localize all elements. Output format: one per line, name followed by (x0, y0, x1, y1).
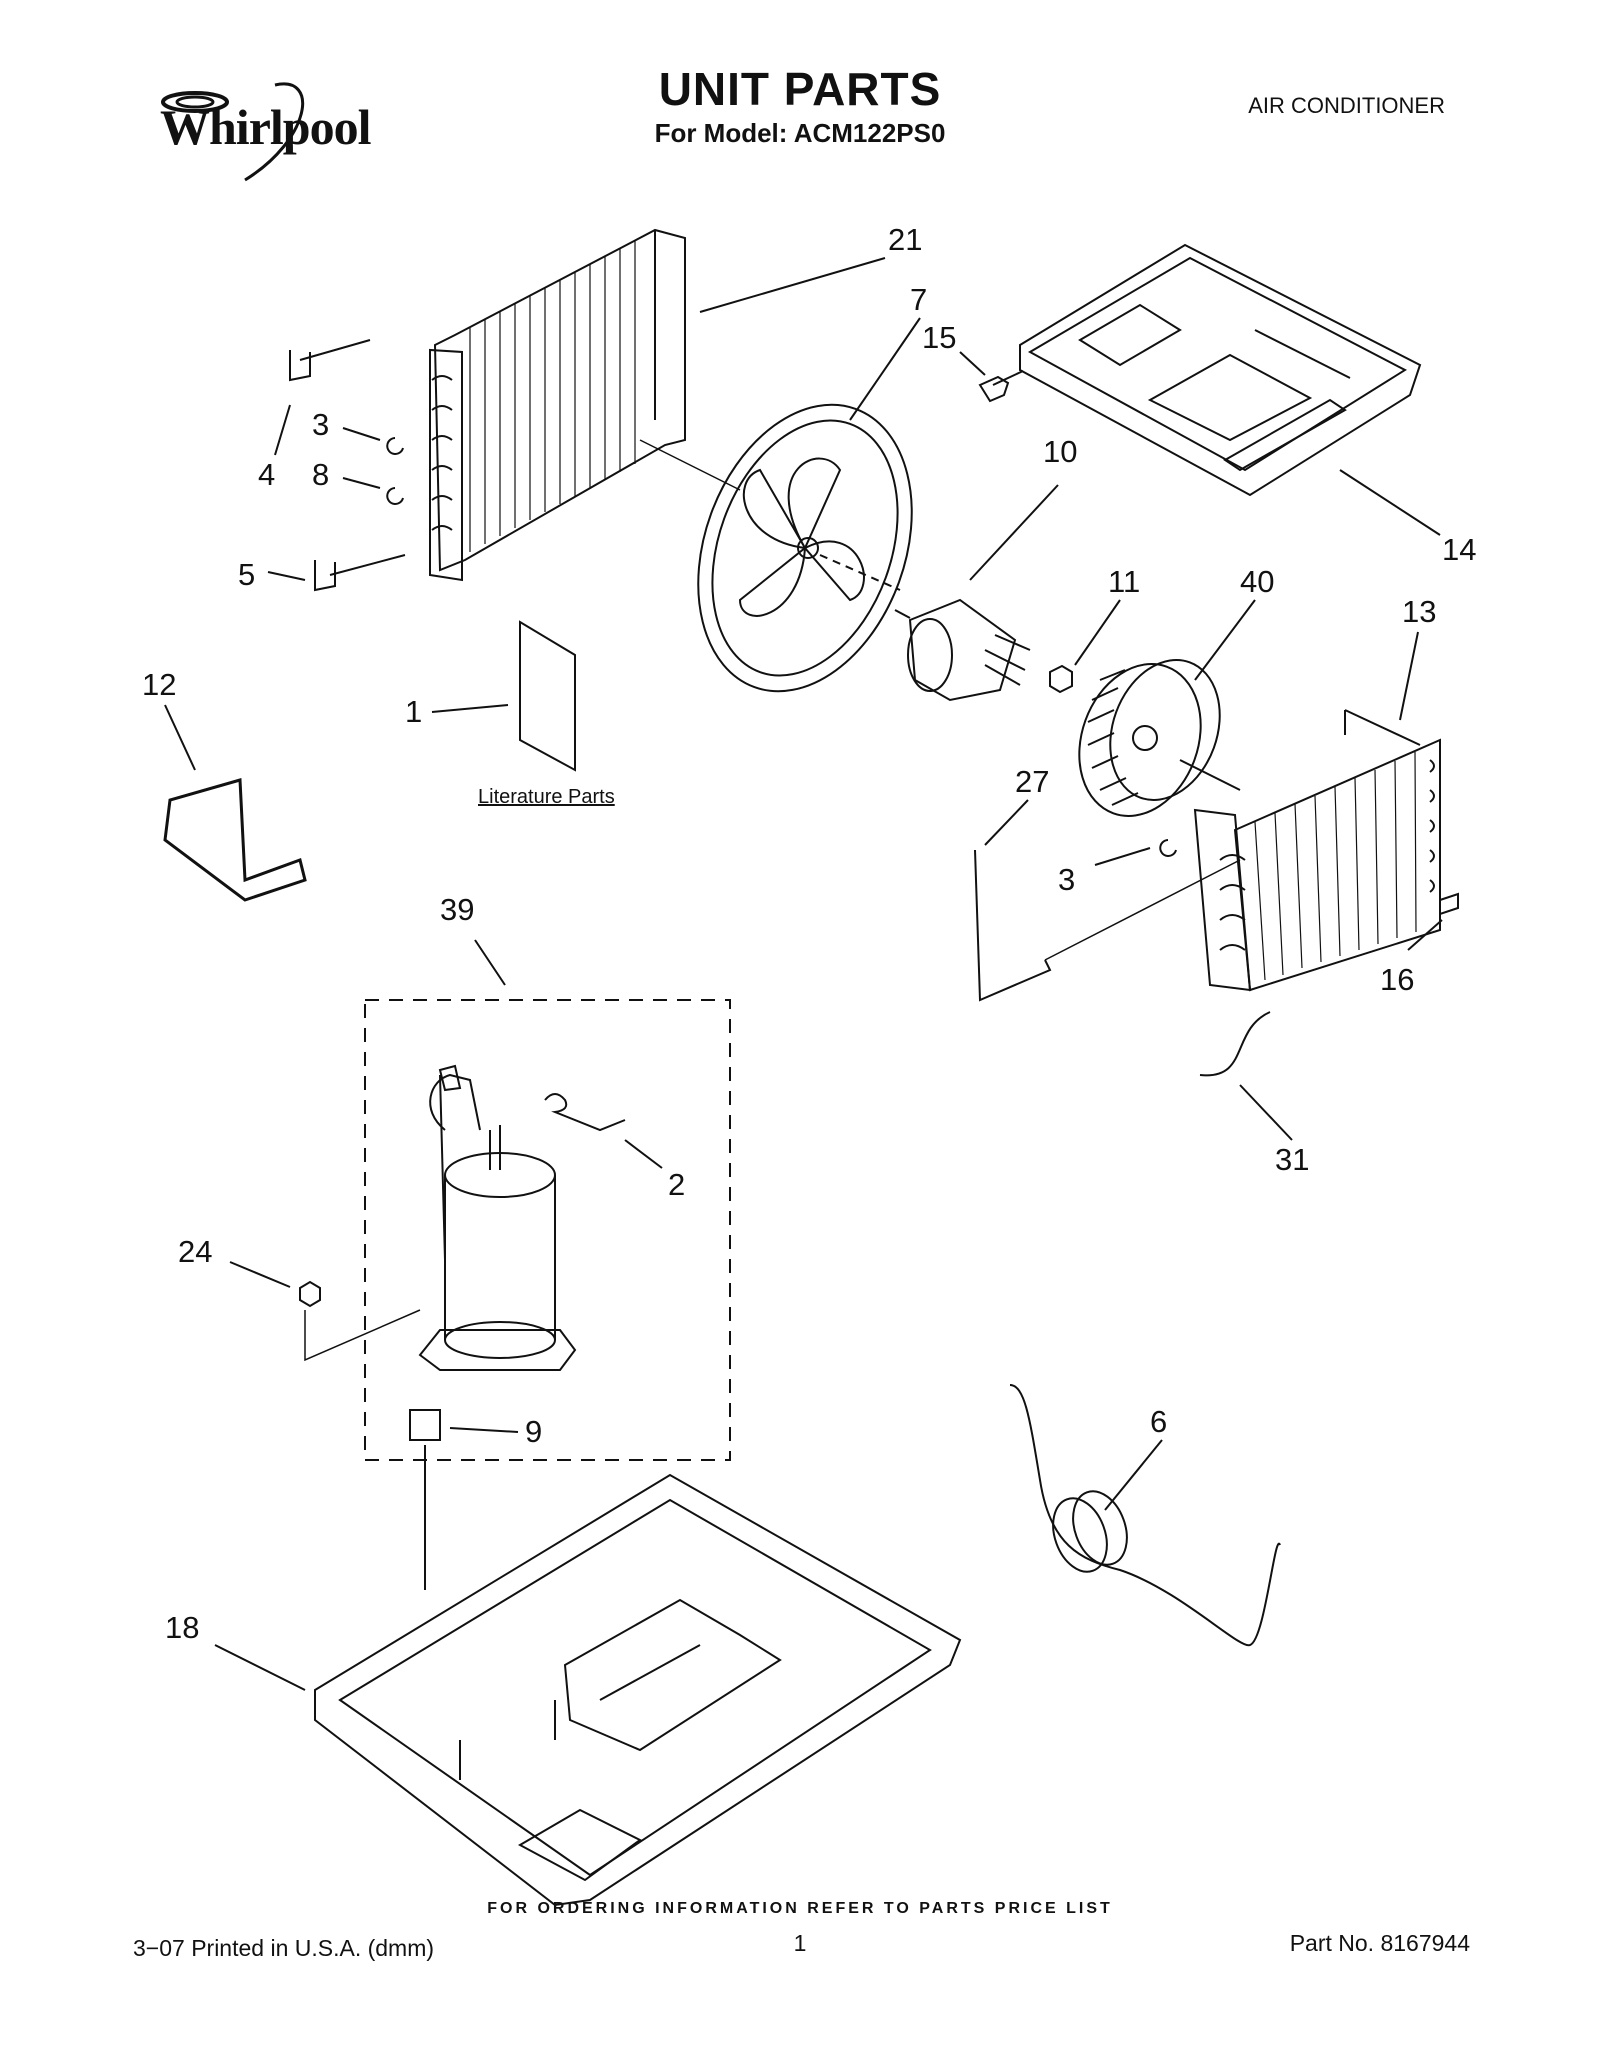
callout-4: 4 (258, 457, 275, 492)
leader-3 (342, 427, 381, 441)
hex-nut-part (299, 1280, 321, 1308)
leader-2 (624, 1139, 663, 1169)
screw-part (978, 370, 1024, 403)
compressor-assembly-box (364, 999, 731, 1461)
c-clip-part-8 (386, 487, 404, 505)
tube-part-4 (289, 339, 371, 382)
capillary-tube-part (974, 849, 1052, 1002)
leader-40 (1194, 599, 1256, 681)
callout-2: 2 (668, 1167, 685, 1202)
brand-logo: Whirlpool (150, 80, 390, 195)
leader-24 (229, 1261, 291, 1288)
page-number: 1 (793, 1930, 807, 1956)
leader-5 (267, 571, 306, 581)
callout-14: 14 (1442, 532, 1476, 567)
product-category: AIR CONDITIONER (1248, 93, 1445, 118)
leader-4 (274, 404, 291, 456)
callout-8: 8 (312, 457, 329, 492)
callout-3-evap: 3 (1058, 862, 1075, 897)
leader-16 (1407, 919, 1443, 951)
capacitor-coil-part (1009, 1384, 1281, 1647)
callout-40: 40 (1240, 564, 1274, 599)
callout-13: 13 (1402, 594, 1436, 629)
callout-31: 31 (1275, 1142, 1309, 1177)
fan-motor-part (894, 598, 1031, 702)
compressor-part (418, 1064, 626, 1371)
evaporator-coil-part (1193, 709, 1441, 992)
fan-blade-part (697, 403, 913, 693)
leader-6 (1104, 1439, 1163, 1511)
page-title: UNIT PARTS (658, 63, 942, 115)
callout-21: 21 (888, 222, 922, 257)
leader-10 (969, 484, 1059, 581)
discharge-tube-part (163, 778, 307, 902)
callout-5: 5 (238, 557, 255, 592)
leader-1 (431, 704, 509, 713)
callout-18: 18 (165, 1610, 199, 1645)
top-cover-part (1019, 243, 1422, 497)
ordering-info: FOR ORDERING INFORMATION REFER TO PARTS … (487, 1900, 1113, 1917)
callout-15: 15 (922, 320, 956, 355)
sensor-wire-part (1199, 1011, 1271, 1077)
part-number: Part No. 8167944 (1289, 1930, 1470, 1956)
leader-3b (1094, 847, 1151, 866)
leader-15 (959, 351, 986, 376)
c-clip-part (386, 437, 404, 455)
callout-3: 3 (312, 407, 329, 442)
leader-14 (1339, 469, 1441, 536)
callout-7: 7 (910, 282, 927, 317)
tube-part-5 (314, 554, 406, 592)
callout-16: 16 (1380, 962, 1414, 997)
callout-9: 9 (525, 1414, 542, 1449)
c-clip-part-evap (1159, 839, 1177, 857)
whirlpool-swirl-icon (161, 82, 305, 182)
leader-39 (474, 939, 506, 986)
print-info: 3−07 Printed in U.S.A. (dmm) (133, 1935, 435, 1961)
base-pan-part (314, 1473, 962, 1907)
callout-12: 12 (142, 667, 176, 702)
leader-18 (214, 1644, 306, 1691)
leader-21 (699, 257, 886, 313)
model-number: For Model: ACM122PS0 (654, 118, 946, 148)
leader-7 (849, 317, 921, 421)
grommet-part (409, 1409, 441, 1441)
callout-11: 11 (1108, 564, 1140, 599)
leader-27 (984, 799, 1029, 846)
leader-12 (164, 704, 196, 771)
leader-31 (1239, 1084, 1293, 1141)
thermistor-clip-part (1439, 892, 1459, 916)
callout-39: 39 (440, 892, 474, 927)
brand-name: Whirlpool (160, 99, 371, 155)
leader-11 (1074, 599, 1121, 666)
callout-27: 27 (1015, 764, 1049, 799)
condenser-coil-part (429, 228, 741, 582)
retainer-nut-part (1049, 664, 1073, 694)
leader-9 (449, 1427, 519, 1433)
leader-13 (1399, 631, 1419, 721)
callout-10: 10 (1043, 434, 1077, 469)
leader-8 (342, 477, 381, 489)
literature-parts-label: Literature Parts (478, 786, 615, 808)
callout-1: 1 (405, 694, 422, 729)
callout-6: 6 (1150, 1404, 1167, 1439)
literature-parts-part (519, 620, 576, 772)
callout-24: 24 (178, 1234, 212, 1269)
blower-wheel-part (1078, 659, 1241, 817)
